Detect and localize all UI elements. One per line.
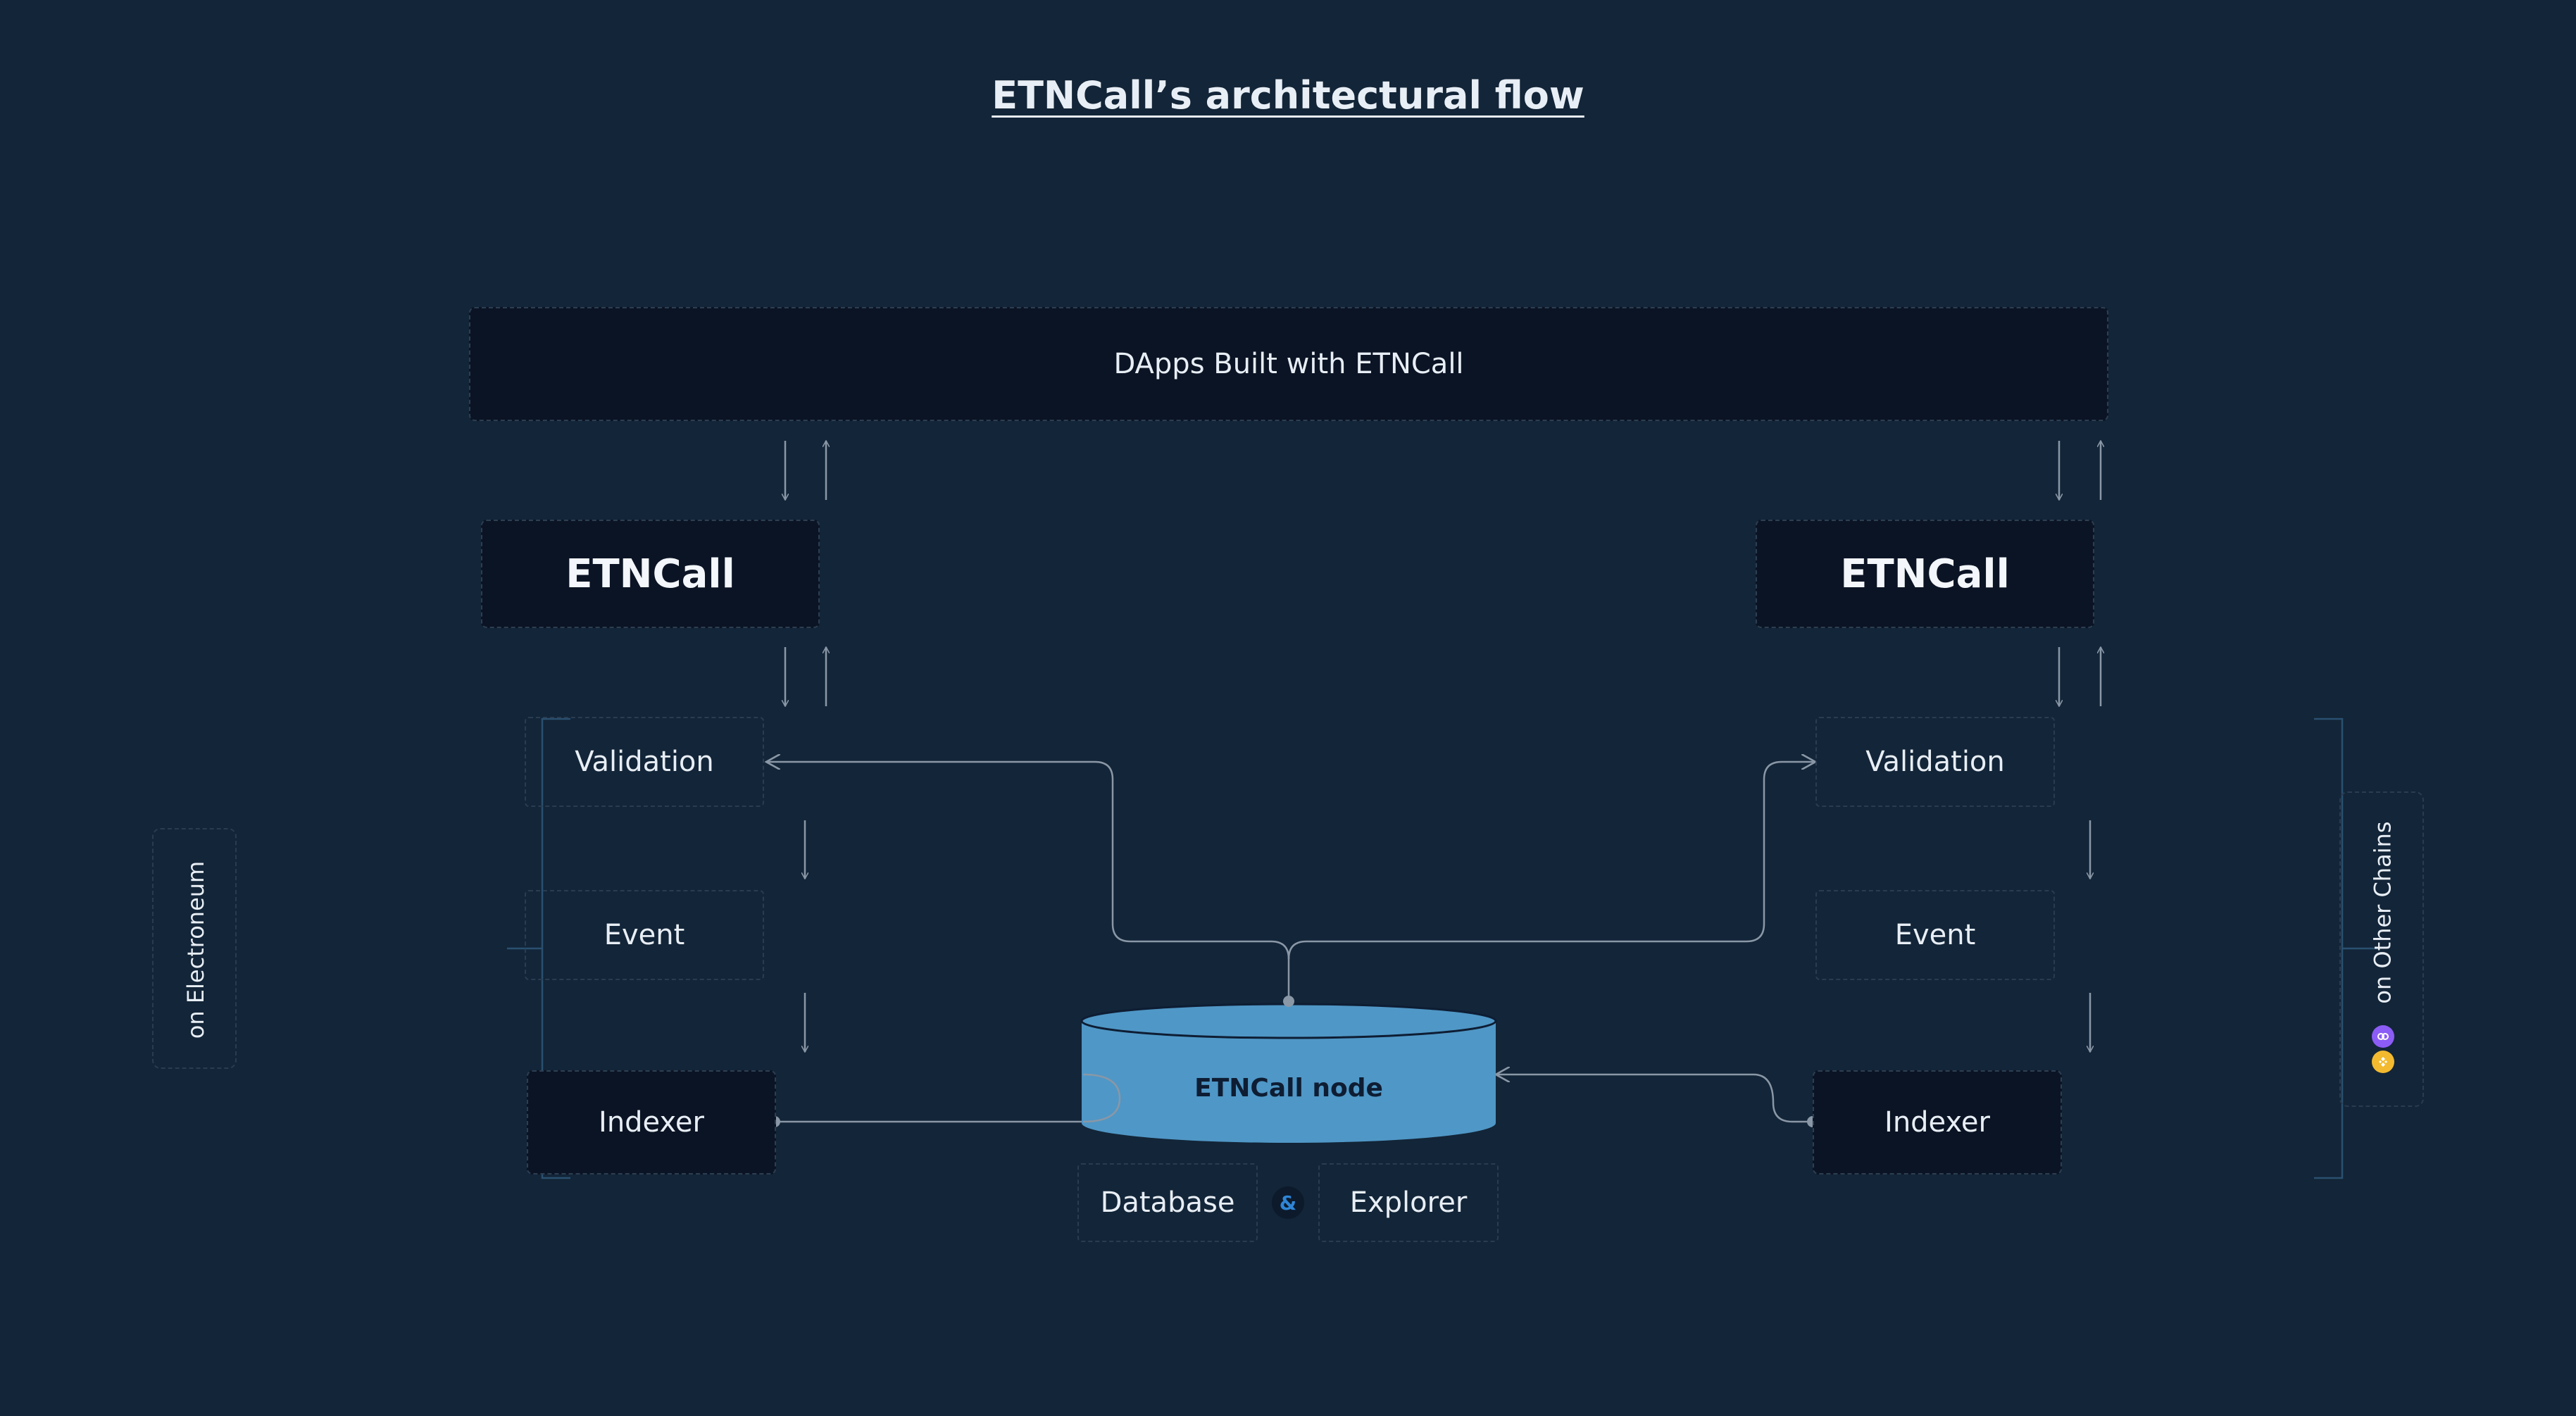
validation-label-left: Validation [575,746,714,778]
other-chains-side-label: on Other Chains [2339,791,2424,1107]
other-chains-text: on Other Chains [2370,821,2397,1004]
etncall-box-right: ETNCall [1756,520,2094,628]
indexer-box-left: Indexer [527,1070,776,1174]
event-label-left: Event [604,919,685,951]
event-box-right: Event [1815,890,2055,980]
chain-logo-purple-icon [2372,1025,2394,1048]
database-label: Database [1100,1186,1235,1219]
page-title: ETNCall’s architectural flow [992,73,1584,118]
database-box: Database [1077,1163,1258,1242]
electroneum-side-label: on Electroneum [152,828,237,1069]
explorer-box: Explorer [1318,1163,1499,1242]
etncall-label-right: ETNCall [1840,551,2010,597]
validation-box-left: Validation [525,717,764,807]
wire-node-to-right-validation [1287,762,1815,960]
explorer-label: Explorer [1349,1186,1468,1219]
wire-node-to-left-validation [766,762,1290,1001]
dapps-box: DApps Built with ETNCall [469,307,2108,421]
etncall-box-left: ETNCall [481,520,820,628]
ampersand-badge: & [1272,1186,1304,1219]
validation-box-right: Validation [1815,717,2055,807]
event-box-left: Event [525,890,764,980]
wire-right-indexer-to-node [1496,1074,1813,1123]
wire-left-indexer-to-node [775,1073,1121,1123]
indexer-box-right: Indexer [1813,1070,2062,1174]
dapps-label: DApps Built with ETNCall [1113,348,1464,380]
node-top-port [1283,996,1294,1007]
etncall-label-left: ETNCall [565,551,735,597]
chain-logo-yellow-icon [2372,1051,2394,1073]
electroneum-text: on Electroneum [182,860,210,1039]
indexer-label-left: Indexer [599,1106,704,1139]
right-bracket [2314,718,2344,1179]
event-label-right: Event [1894,919,1976,951]
indexer-label-right: Indexer [1884,1106,1990,1139]
node-label: ETNCall node [1194,1073,1383,1103]
validation-label-right: Validation [1865,746,2005,778]
